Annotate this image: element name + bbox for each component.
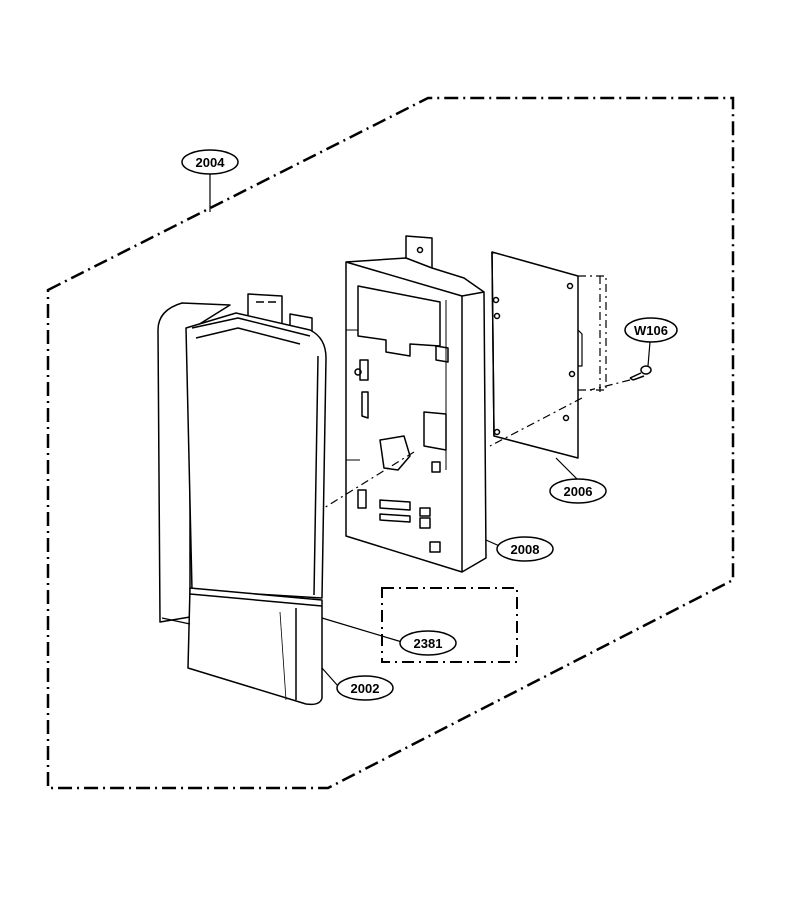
callout-bubble	[549, 478, 607, 504]
door-panel-part-2002	[157, 293, 327, 706]
callout-2008-text: 2008	[511, 542, 540, 557]
callout-2006-text: 2006	[564, 484, 593, 499]
assembly-guide-lines	[323, 275, 631, 509]
leader-lines	[209, 174, 651, 687]
callout-2008: 2008	[496, 536, 554, 562]
callout-w106-text: W106	[634, 323, 668, 338]
callout-bubble	[496, 536, 554, 562]
callout-bubble	[624, 317, 678, 343]
frame-bracket-part-2008	[345, 235, 487, 573]
callout-2006: 2006	[549, 478, 607, 504]
callout-2002-text: 2002	[351, 681, 380, 696]
part-2381-box	[381, 587, 518, 663]
callout-2381-text: 2381	[414, 636, 443, 651]
callout-w106: W106	[624, 317, 678, 343]
callout-bubble	[181, 149, 239, 175]
callout-2004-text: 2004	[196, 155, 226, 170]
callout-2004: 2004	[181, 149, 239, 175]
pcb-board-part-2006	[491, 251, 583, 459]
assembly-boundary	[46, 96, 735, 790]
callout-2381: 2381	[399, 630, 457, 656]
callout-2002: 2002	[336, 675, 394, 701]
screw-part-w106	[629, 365, 652, 381]
callout-bubble	[336, 675, 394, 701]
callout-bubble	[399, 630, 457, 656]
